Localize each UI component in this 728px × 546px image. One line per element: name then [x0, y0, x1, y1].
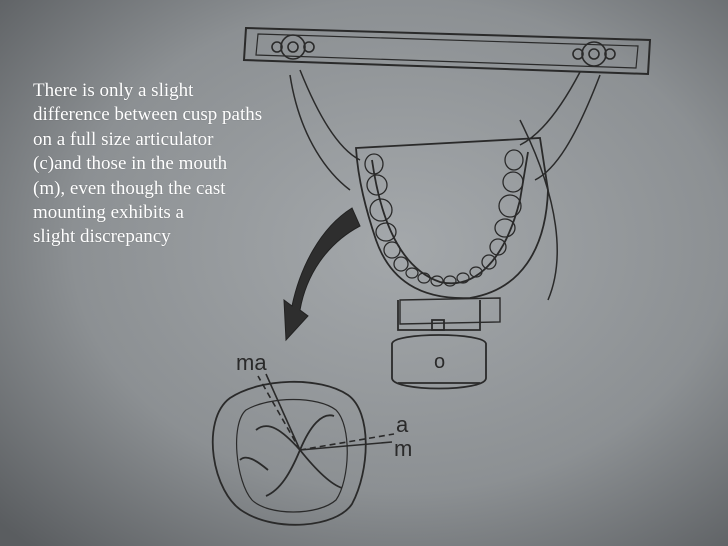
- caption-line: difference between cusp paths: [33, 104, 263, 126]
- arrow-icon: [283, 207, 361, 342]
- teeth-left-row: [364, 153, 409, 272]
- label-a: a: [396, 412, 409, 437]
- caption-line: on a full size articulator: [33, 128, 214, 150]
- left-screw-icon: [271, 34, 315, 60]
- caption-line: mounting exhibits a: [33, 202, 184, 224]
- tooth-occlusal-outline: [211, 380, 367, 526]
- label-m: m: [394, 436, 412, 461]
- label-ma: ma: [236, 350, 267, 375]
- right-screw-icon: [572, 41, 616, 67]
- teeth-front-row: [405, 266, 483, 287]
- teeth-right-row: [481, 149, 524, 270]
- caption-line: There is only a slight: [33, 80, 194, 101]
- base-label: o: [434, 351, 445, 373]
- caption-line: slight discrepancy: [33, 226, 171, 248]
- articulator-top-bar: [242, 26, 652, 76]
- cusp-paths: [257, 373, 395, 451]
- dental-arch-cast: [355, 137, 549, 325]
- articulator-base: [391, 300, 487, 390]
- caption-line: (c)and those in the mouth: [33, 153, 228, 175]
- caption-line: (m), even though the cast: [33, 177, 226, 199]
- caption-text-block: There is only a slight difference betwee…: [33, 79, 353, 250]
- articulator-arms: [289, 69, 601, 301]
